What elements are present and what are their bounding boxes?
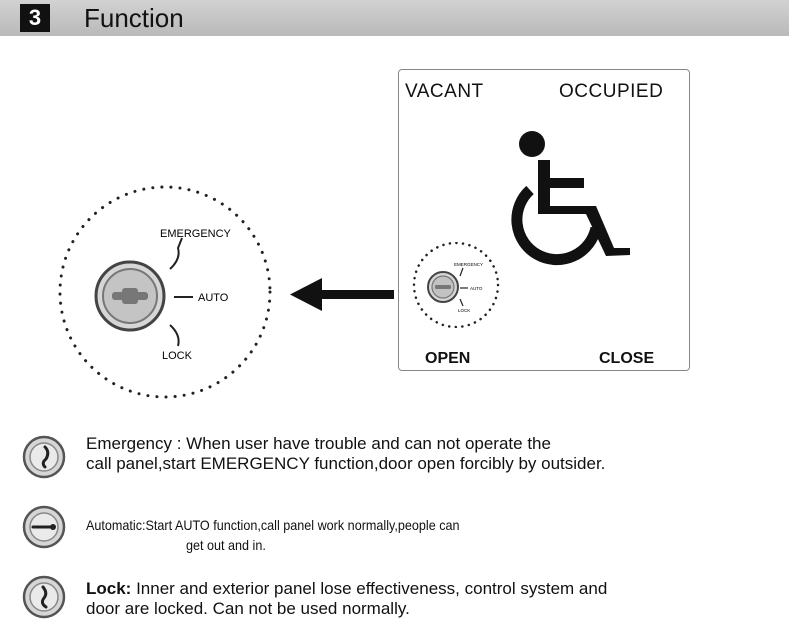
key-dial-icon: EMERGENCY AUTO LOCK [58, 185, 272, 399]
mini-dial-label-emergency: EMERGENCY [454, 262, 483, 267]
open-label: OPEN [425, 350, 471, 367]
mini-dial-label-auto: AUTO [470, 286, 483, 291]
wheelchair-icon [511, 131, 630, 266]
section-number: 3 [20, 4, 50, 32]
emergency-description-line1: Emergency : When user have trouble and c… [86, 434, 551, 453]
occupied-label: OCCUPIED [559, 81, 664, 102]
dotted-outline [58, 185, 272, 399]
auto-description-line1: Automatic:Start AUTO function,call panel… [86, 517, 460, 533]
dial-label-auto: AUTO [198, 292, 229, 304]
section-title: Function [84, 3, 184, 33]
auto-description-line2: get out and in. [186, 537, 266, 553]
emergency-mode-icon [22, 435, 66, 479]
close-label: CLOSE [599, 350, 655, 367]
dial-label-lock: LOCK [162, 350, 193, 362]
lock-mode-icon [22, 575, 66, 619]
section-header: 3 Function [0, 0, 789, 36]
emergency-description-line2: call panel,start EMERGENCY function,door… [86, 454, 606, 473]
dial-label-emergency: EMERGENCY [160, 228, 232, 240]
door-panel: VACANT OCCUPIED EMERGENCY AUTO LOCK OPEN… [398, 69, 690, 371]
vacant-label: VACANT [405, 81, 484, 102]
lock-pointer [169, 324, 180, 347]
left-arrow-icon [290, 278, 394, 311]
mini-key-dial-icon: EMERGENCY AUTO LOCK [412, 242, 500, 328]
auto-mode-icon [22, 505, 66, 549]
lock-description-line1: Lock: Inner and exterior panel lose effe… [86, 579, 607, 599]
lock-description-line2: door are locked. Can not be used normall… [86, 599, 410, 618]
emergency-pointer [169, 237, 183, 270]
lock-description-text: Inner and exterior panel lose effectiven… [131, 579, 608, 598]
lock-term: Lock: [86, 579, 132, 598]
dial-key-hub [122, 288, 138, 304]
mini-dial-label-lock: LOCK [458, 308, 470, 313]
